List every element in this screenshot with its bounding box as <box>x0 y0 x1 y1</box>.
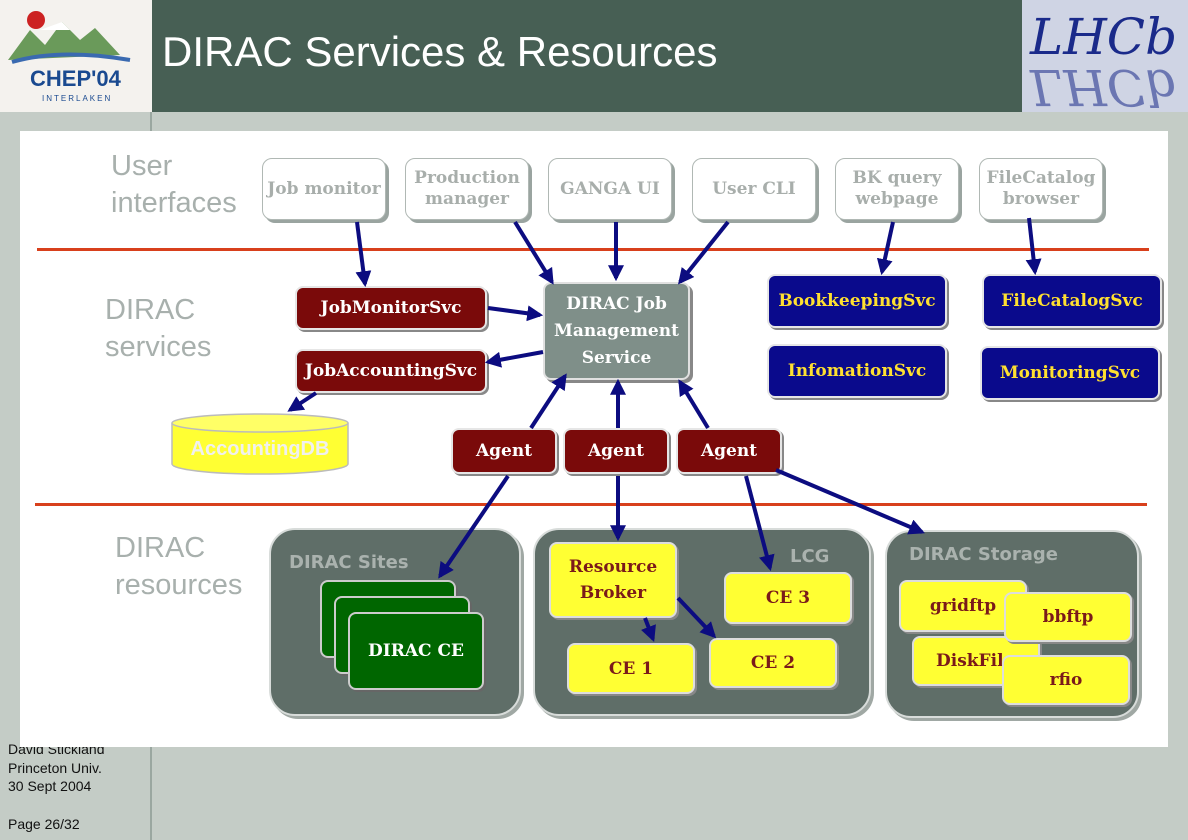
agent-1[interactable]: Agent <box>451 428 557 474</box>
agent-3[interactable]: Agent <box>676 428 782 474</box>
ui-user-cli[interactable]: User CLI <box>692 158 816 220</box>
accounting-db-label: AccountingDB <box>191 438 330 460</box>
ce-3[interactable]: CE 3 <box>724 572 852 624</box>
lhcb-logo-text: LHCb <box>1030 8 1178 66</box>
group-label-lcg: LCG <box>790 546 830 567</box>
chep04-logo-subtext: INTERLAKEN <box>42 94 113 103</box>
footer-date: 30 Sept 2004 <box>8 778 92 794</box>
bbftp[interactable]: bbftp <box>1004 592 1132 642</box>
separator-top <box>37 248 1149 251</box>
chep04-logo: CHEP'04 INTERLAKEN <box>0 0 152 112</box>
job-monitor-svc[interactable]: JobMonitorSvc <box>295 286 487 330</box>
accounting-db: AccountingDB <box>171 413 349 475</box>
page-title: DIRAC Services & Resources <box>162 28 718 75</box>
information-svc[interactable]: InfomationSvc <box>767 344 947 398</box>
chep04-logo-text: CHEP'04 <box>30 66 121 91</box>
agent-2[interactable]: Agent <box>563 428 669 474</box>
ui-job-monitor[interactable]: Job monitor <box>262 158 386 220</box>
footer-affiliation: Princeton Univ. <box>8 760 102 776</box>
group-label-dirac-sites: DIRAC Sites <box>289 552 409 573</box>
bookkeeping-svc[interactable]: BookkeepingSvc <box>767 274 947 328</box>
separator-bottom <box>35 503 1147 506</box>
footer-page: Page 26/32 <box>8 816 80 832</box>
filecatalog-svc[interactable]: FileCatalogSvc <box>982 274 1162 328</box>
ui-ganga[interactable]: GANGA UI <box>548 158 672 220</box>
group-label-dirac-storage: DIRAC Storage <box>909 544 1058 565</box>
monitoring-svc[interactable]: MonitoringSvc <box>980 346 1160 400</box>
ce-2[interactable]: CE 2 <box>709 638 837 688</box>
ce-1[interactable]: CE 1 <box>567 643 695 694</box>
rfio[interactable]: rfio <box>1002 655 1130 705</box>
lhcb-logo-reflection: LHCb <box>1030 58 1178 116</box>
job-accounting-svc[interactable]: JobAccountingSvc <box>295 349 487 393</box>
title-bar <box>152 0 1188 112</box>
dirac-ce[interactable]: DIRAC CE <box>348 612 484 690</box>
lhcb-logo: LHCb LHCb <box>1022 0 1188 116</box>
